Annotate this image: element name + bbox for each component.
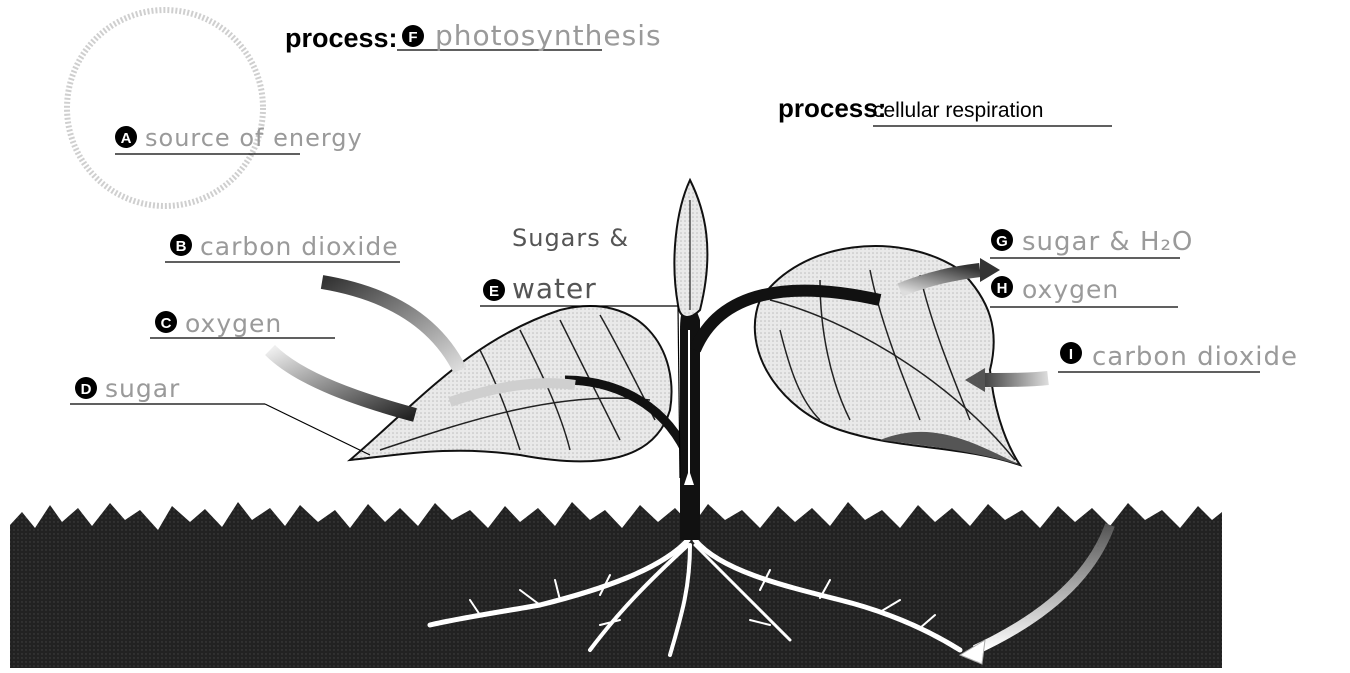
sun-icon — [67, 10, 263, 206]
label-h-answer: oxygen — [1022, 275, 1119, 304]
process-left-label: process: — [285, 23, 398, 53]
arrow-carbon-dioxide-in — [322, 282, 460, 370]
label-c-answer: oxygen — [185, 309, 282, 338]
badge-letter: A — [121, 130, 132, 147]
label-g-answer: sugar & H₂O — [1022, 227, 1193, 257]
badge-letter: B — [176, 238, 187, 255]
process-right-label: process: — [778, 93, 886, 123]
label-b-answer: carbon dioxide — [200, 232, 399, 261]
arrow-carbon-dioxide-in-right — [985, 378, 1048, 380]
label-d-answer: sugar — [105, 374, 180, 403]
process-left-answer: photosynthesis — [435, 19, 662, 52]
badge-letter: I — [1069, 346, 1073, 363]
soil — [10, 502, 1222, 668]
badge-letter: F — [408, 29, 417, 46]
process-right-answer: cellular respiration — [873, 99, 1043, 122]
badge-letter: H — [997, 280, 1008, 297]
plant-bud — [674, 180, 707, 317]
label-a-answer: source of energy — [145, 124, 363, 152]
badge-letter: G — [996, 233, 1008, 250]
label-e-answer-line1: Sugars & — [512, 224, 629, 252]
label-e-answer-line2: water — [512, 272, 597, 305]
badge-letter: D — [81, 381, 92, 398]
badge-letter: C — [161, 315, 172, 332]
label-i-answer: carbon dioxide — [1092, 342, 1298, 372]
arrow-oxygen-out — [270, 350, 415, 415]
badge-letter: E — [489, 283, 499, 300]
